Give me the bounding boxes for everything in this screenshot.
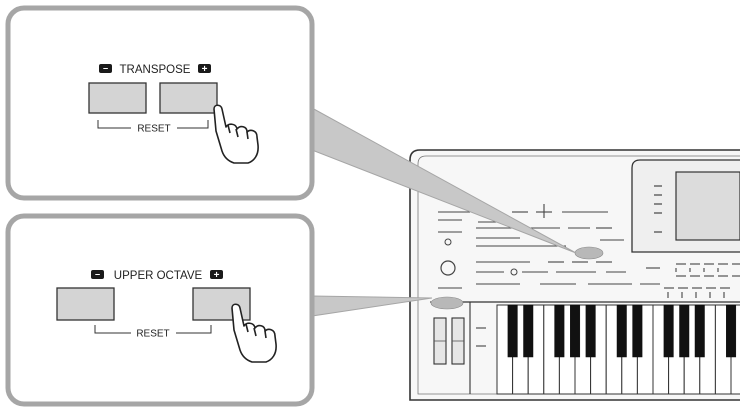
button-grid (664, 263, 740, 298)
piano-keys (496, 304, 740, 395)
black-key (616, 304, 627, 358)
upper-octave-plus-icon (210, 270, 223, 279)
black-key (663, 304, 674, 358)
transpose-callout: − TRANSPOSE + RESET (5, 5, 315, 201)
transpose-plus-symbol: + (202, 64, 208, 75)
transpose-pointing-hand-icon (213, 104, 259, 164)
knob-small (444, 238, 452, 246)
upper-octave-title: UPPER OCTAVE (114, 270, 203, 282)
upper-octave-reset-label: RESET (136, 329, 169, 340)
transpose-reset-label: RESET (137, 124, 170, 135)
black-key (585, 304, 596, 358)
upper-octave-minus-button[interactable] (56, 287, 115, 321)
black-key (679, 304, 690, 358)
transpose-minus-symbol: − (103, 64, 108, 74)
upper-octave-pointing-hand-icon (231, 303, 277, 363)
knob-small-2 (510, 268, 518, 276)
transpose-minus-button[interactable] (88, 82, 147, 114)
upper-octave-minus-icon (91, 270, 104, 279)
transpose-minus-icon (99, 64, 112, 73)
transpose-title: TRANSPOSE (120, 64, 191, 76)
transpose-plus-button[interactable] (159, 82, 218, 114)
black-key (726, 304, 737, 358)
upper-octave-plus-symbol: + (214, 270, 220, 281)
black-key (632, 304, 643, 358)
knob-large (440, 260, 456, 276)
black-key (570, 304, 581, 358)
keyboard-illustration (409, 149, 740, 401)
black-key (507, 304, 518, 358)
transpose-highlight (574, 246, 604, 260)
upper-octave-minus-symbol: − (95, 270, 100, 280)
upper-octave-callout: − UPPER OCTAVE + RESET (5, 213, 315, 407)
black-key (554, 304, 565, 358)
display-panel (631, 159, 740, 253)
black-key (523, 304, 534, 358)
black-key (694, 304, 705, 358)
upper-octave-highlight (430, 296, 464, 310)
transpose-plus-icon (198, 64, 211, 73)
